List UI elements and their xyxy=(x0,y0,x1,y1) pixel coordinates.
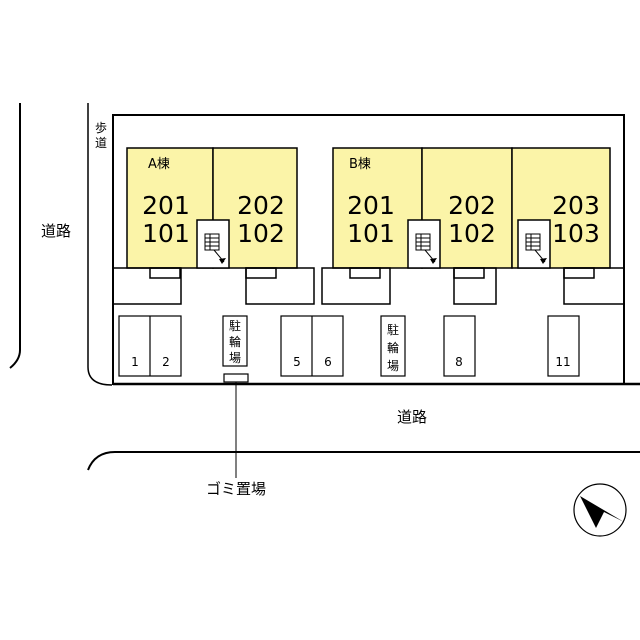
sidewalk-label: 歩 道 xyxy=(95,120,107,150)
parking-number: 8 xyxy=(455,355,463,369)
north-arrow-icon xyxy=(573,483,627,537)
bicycle-parking-a-label: 駐 輪 場 xyxy=(229,318,241,365)
road-edge-left xyxy=(9,103,21,369)
unit-a2-lower: 102 xyxy=(237,219,285,248)
unit-b3-lower: 103 xyxy=(552,219,600,248)
parking-8 xyxy=(443,315,476,377)
parking-number: 1 xyxy=(131,355,139,369)
garbage-area xyxy=(223,373,249,383)
svg-text:輪: 輪 xyxy=(387,340,399,355)
unit-b1-upper: 201 xyxy=(347,191,395,220)
svg-text:駐: 駐 xyxy=(387,322,399,337)
parking-number: 2 xyxy=(162,355,170,369)
stairwell-b-2 xyxy=(517,219,551,269)
building-b xyxy=(321,147,625,305)
step-a-left xyxy=(149,267,181,279)
step-b-3 xyxy=(563,267,595,279)
sidewalk-curve xyxy=(87,366,113,386)
svg-text:場: 場 xyxy=(229,351,241,365)
stairs-icon xyxy=(525,233,547,264)
unit-b2-lower: 102 xyxy=(448,219,496,248)
building-a xyxy=(112,147,315,305)
stairs-icon xyxy=(204,233,226,264)
road-edge-bottom xyxy=(87,451,640,471)
parking-number: 11 xyxy=(555,355,570,369)
garbage-label: ゴミ置場 xyxy=(206,480,266,498)
svg-text:場: 場 xyxy=(387,359,399,373)
unit-a1-upper: 201 xyxy=(142,191,190,220)
unit-a1-lower: 101 xyxy=(142,219,190,248)
parking-number: 6 xyxy=(324,355,332,369)
unit-b3-upper: 203 xyxy=(552,191,600,220)
stairwell-a xyxy=(196,219,230,269)
svg-text:道: 道 xyxy=(95,136,107,150)
step-b-1 xyxy=(349,267,381,279)
building-b-label: B棟 xyxy=(349,157,371,172)
bicycle-parking-a xyxy=(222,315,248,367)
road-label-left: 道路 xyxy=(41,222,71,240)
parking-5-6 xyxy=(280,315,344,377)
building-a-label: A棟 xyxy=(148,157,170,172)
svg-text:輪: 輪 xyxy=(229,334,241,349)
bicycle-parking-b-label: 駐 輪 場 xyxy=(387,322,399,373)
unit-a2-upper: 202 xyxy=(237,191,285,220)
porch-a-right xyxy=(245,267,315,305)
bicycle-parking-b xyxy=(380,315,406,377)
step-a-right xyxy=(245,267,277,279)
unit-b1-lower: 101 xyxy=(347,219,395,248)
parking-1-2 xyxy=(118,315,182,377)
svg-text:駐: 駐 xyxy=(229,318,241,333)
unit-b-1 xyxy=(332,147,423,269)
porch-b-2 xyxy=(453,267,497,305)
parking-11 xyxy=(547,315,580,377)
step-b-2 xyxy=(453,267,485,279)
site-boundary xyxy=(112,114,625,385)
svg-text:歩: 歩 xyxy=(95,120,107,135)
road-label-bottom: 道路 xyxy=(397,408,427,426)
stairs-icon xyxy=(415,233,437,264)
stairwell-b-1 xyxy=(407,219,441,269)
porch-a-left xyxy=(112,267,182,305)
parking-number: 5 xyxy=(293,355,301,369)
unit-b2-upper: 202 xyxy=(448,191,496,220)
